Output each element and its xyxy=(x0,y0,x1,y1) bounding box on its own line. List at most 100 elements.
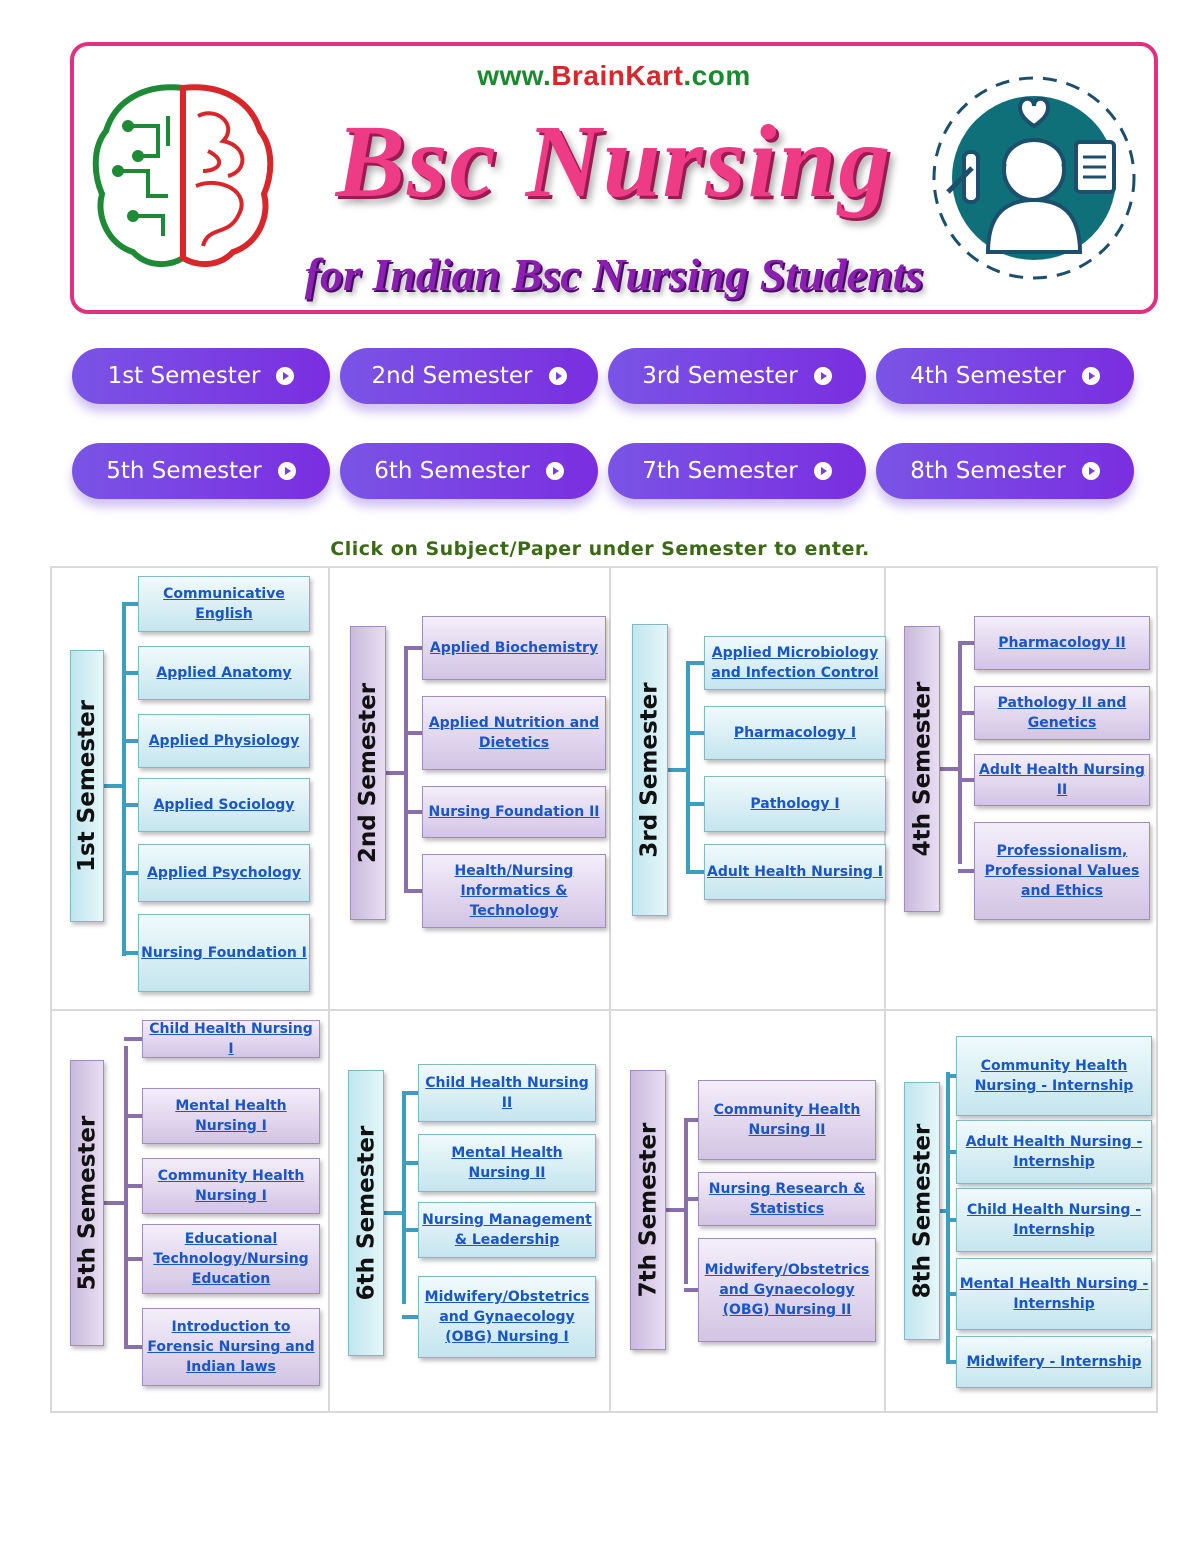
subject-link-1st-1[interactable]: Communicative English xyxy=(138,576,310,632)
nav-4th-semester-button[interactable]: 4th Semester xyxy=(876,348,1134,404)
tree-connector xyxy=(684,1197,698,1201)
tree-connector xyxy=(122,871,138,875)
tree-connector xyxy=(946,1074,956,1078)
tree-connector xyxy=(404,889,422,893)
nav-1st-semester-button[interactable]: 1st Semester xyxy=(72,348,330,404)
tree-connector xyxy=(684,1120,688,1284)
tree-connector xyxy=(404,646,422,650)
subject-link-2nd-2[interactable]: Applied Nutrition and Dietetics xyxy=(422,696,606,770)
tree-connector xyxy=(122,602,138,606)
subject-link-3rd-1[interactable]: Applied Microbiology and Infection Contr… xyxy=(704,636,886,690)
header-banner: www.BrainKart.com Bsc Nursing for Indian… xyxy=(70,42,1158,314)
subject-link-3rd-3[interactable]: Pathology I xyxy=(704,776,886,832)
subject-link-6th-1[interactable]: Child Health Nursing II xyxy=(418,1064,596,1122)
subject-link-1st-6[interactable]: Nursing Foundation I xyxy=(138,914,310,992)
subject-link-8th-2[interactable]: Adult Health Nursing - Internship xyxy=(956,1120,1152,1184)
subject-link-4th-2[interactable]: Pathology II and Genetics xyxy=(974,686,1150,740)
subject-link-5th-4[interactable]: Educational Technology/Nursing Education xyxy=(142,1224,320,1294)
semester-label-8th: 8th Semester xyxy=(904,1082,940,1340)
tree-connector xyxy=(668,768,688,772)
subject-link-5th-3[interactable]: Community Health Nursing I xyxy=(142,1158,320,1214)
brain-logo-icon xyxy=(92,84,274,267)
subject-link-6th-3[interactable]: Nursing Management & Leadership xyxy=(418,1202,596,1258)
nav-8th-semester-button[interactable]: 8th Semester xyxy=(876,443,1134,499)
nav-5th-semester-button[interactable]: 5th Semester xyxy=(72,443,330,499)
tree-connector xyxy=(124,1114,142,1118)
nav-7th-semester-button[interactable]: 7th Semester xyxy=(608,443,866,499)
tree-connector xyxy=(684,1288,698,1292)
semester-label-text: 4th Semester xyxy=(909,681,935,857)
page-title: Bsc Nursing xyxy=(335,104,893,219)
arrow-right-icon xyxy=(276,367,295,385)
arrow-right-icon xyxy=(1081,462,1100,480)
semester-label-text: 2nd Semester xyxy=(355,682,381,864)
subject-link-2nd-4[interactable]: Health/Nursing Informatics & Technology xyxy=(422,854,606,928)
subject-link-5th-2[interactable]: Mental Health Nursing I xyxy=(142,1088,320,1144)
subject-link-3rd-4[interactable]: Adult Health Nursing I xyxy=(704,844,886,900)
nurse-illustration-icon xyxy=(932,76,1136,280)
tree-connector xyxy=(124,1184,142,1188)
semester-label-7th: 7th Semester xyxy=(630,1070,666,1350)
semester-label-2nd: 2nd Semester xyxy=(350,626,386,920)
tree-connector xyxy=(402,1161,418,1165)
tree-connector xyxy=(686,662,690,872)
subject-link-1st-3[interactable]: Applied Physiology xyxy=(138,714,310,768)
tree-connector xyxy=(404,810,422,814)
tree-connector xyxy=(686,802,704,806)
arrow-right-icon xyxy=(813,367,832,385)
tree-connector xyxy=(946,1292,956,1296)
nav-6th-semester-button[interactable]: 6th Semester xyxy=(340,443,598,499)
subject-link-4th-4[interactable]: Professionalism, Professional Values and… xyxy=(974,822,1150,920)
tree-connector xyxy=(122,951,138,955)
tree-connector xyxy=(684,1118,698,1122)
subject-link-8th-3[interactable]: Child Health Nursing - Internship xyxy=(956,1188,1152,1252)
tree-connector xyxy=(402,1091,418,1095)
subject-link-3rd-2[interactable]: Pharmacology I xyxy=(704,706,886,760)
tree-connector xyxy=(958,778,974,782)
tree-connector xyxy=(404,650,408,890)
tree-connector xyxy=(958,641,974,645)
grid-divider xyxy=(609,568,611,1411)
subject-link-4th-3[interactable]: Adult Health Nursing II xyxy=(974,754,1150,806)
subject-link-4th-1[interactable]: Pharmacology II xyxy=(974,616,1150,670)
subject-link-8th-4[interactable]: Mental Health Nursing - Internship xyxy=(956,1258,1152,1330)
subject-link-1st-4[interactable]: Applied Sociology xyxy=(138,778,310,832)
tree-connector xyxy=(124,1257,142,1261)
subject-link-2nd-3[interactable]: Nursing Foundation II xyxy=(422,786,606,838)
site-url[interactable]: www.BrainKart.com xyxy=(477,60,751,91)
grid-divider xyxy=(328,568,330,1411)
semester-label-1st: 1st Semester xyxy=(70,650,104,922)
semester-label-3rd: 3rd Semester xyxy=(632,624,668,916)
tree-connector xyxy=(384,1211,404,1215)
tree-connector xyxy=(940,767,960,771)
grid-divider xyxy=(52,1009,1156,1011)
tree-connector xyxy=(958,644,962,864)
semester-label-text: 3rd Semester xyxy=(637,682,663,858)
tree-connector xyxy=(686,661,704,665)
tree-connector xyxy=(122,803,138,807)
nav-3rd-semester-button[interactable]: 3rd Semester xyxy=(608,348,866,404)
subject-link-1st-2[interactable]: Applied Anatomy xyxy=(138,646,310,700)
tree-connector xyxy=(946,1360,956,1364)
tree-connector xyxy=(402,1092,406,1304)
subject-link-7th-1[interactable]: Community Health Nursing II xyxy=(698,1080,876,1160)
semester-label-4th: 4th Semester xyxy=(904,626,940,912)
nav-2nd-semester-button[interactable]: 2nd Semester xyxy=(340,348,598,404)
semester-label-text: 8th Semester xyxy=(909,1123,935,1299)
tree-connector xyxy=(686,870,704,874)
subject-link-7th-2[interactable]: Nursing Research & Statistics xyxy=(698,1172,876,1226)
subject-link-8th-1[interactable]: Community Health Nursing - Internship xyxy=(956,1036,1152,1116)
tree-connector xyxy=(404,731,422,735)
instruction-text: Click on Subject/Paper under Semester to… xyxy=(330,538,870,560)
subject-link-6th-2[interactable]: Mental Health Nursing II xyxy=(418,1134,596,1192)
subject-link-6th-4[interactable]: Midwifery/Obstetrics and Gynaecology (OB… xyxy=(418,1276,596,1358)
subject-link-7th-3[interactable]: Midwifery/Obstetrics and Gynaecology (OB… xyxy=(698,1238,876,1342)
subject-link-5th-1[interactable]: Child Health Nursing I xyxy=(142,1020,320,1058)
subject-link-5th-5[interactable]: Introduction to Forensic Nursing and Ind… xyxy=(142,1308,320,1386)
subject-link-1st-5[interactable]: Applied Psychology xyxy=(138,844,310,902)
subject-link-2nd-1[interactable]: Applied Biochemistry xyxy=(422,616,606,680)
tree-connector xyxy=(958,711,974,715)
subject-link-8th-5[interactable]: Midwifery - Internship xyxy=(956,1336,1152,1388)
arrow-right-icon xyxy=(548,367,567,385)
